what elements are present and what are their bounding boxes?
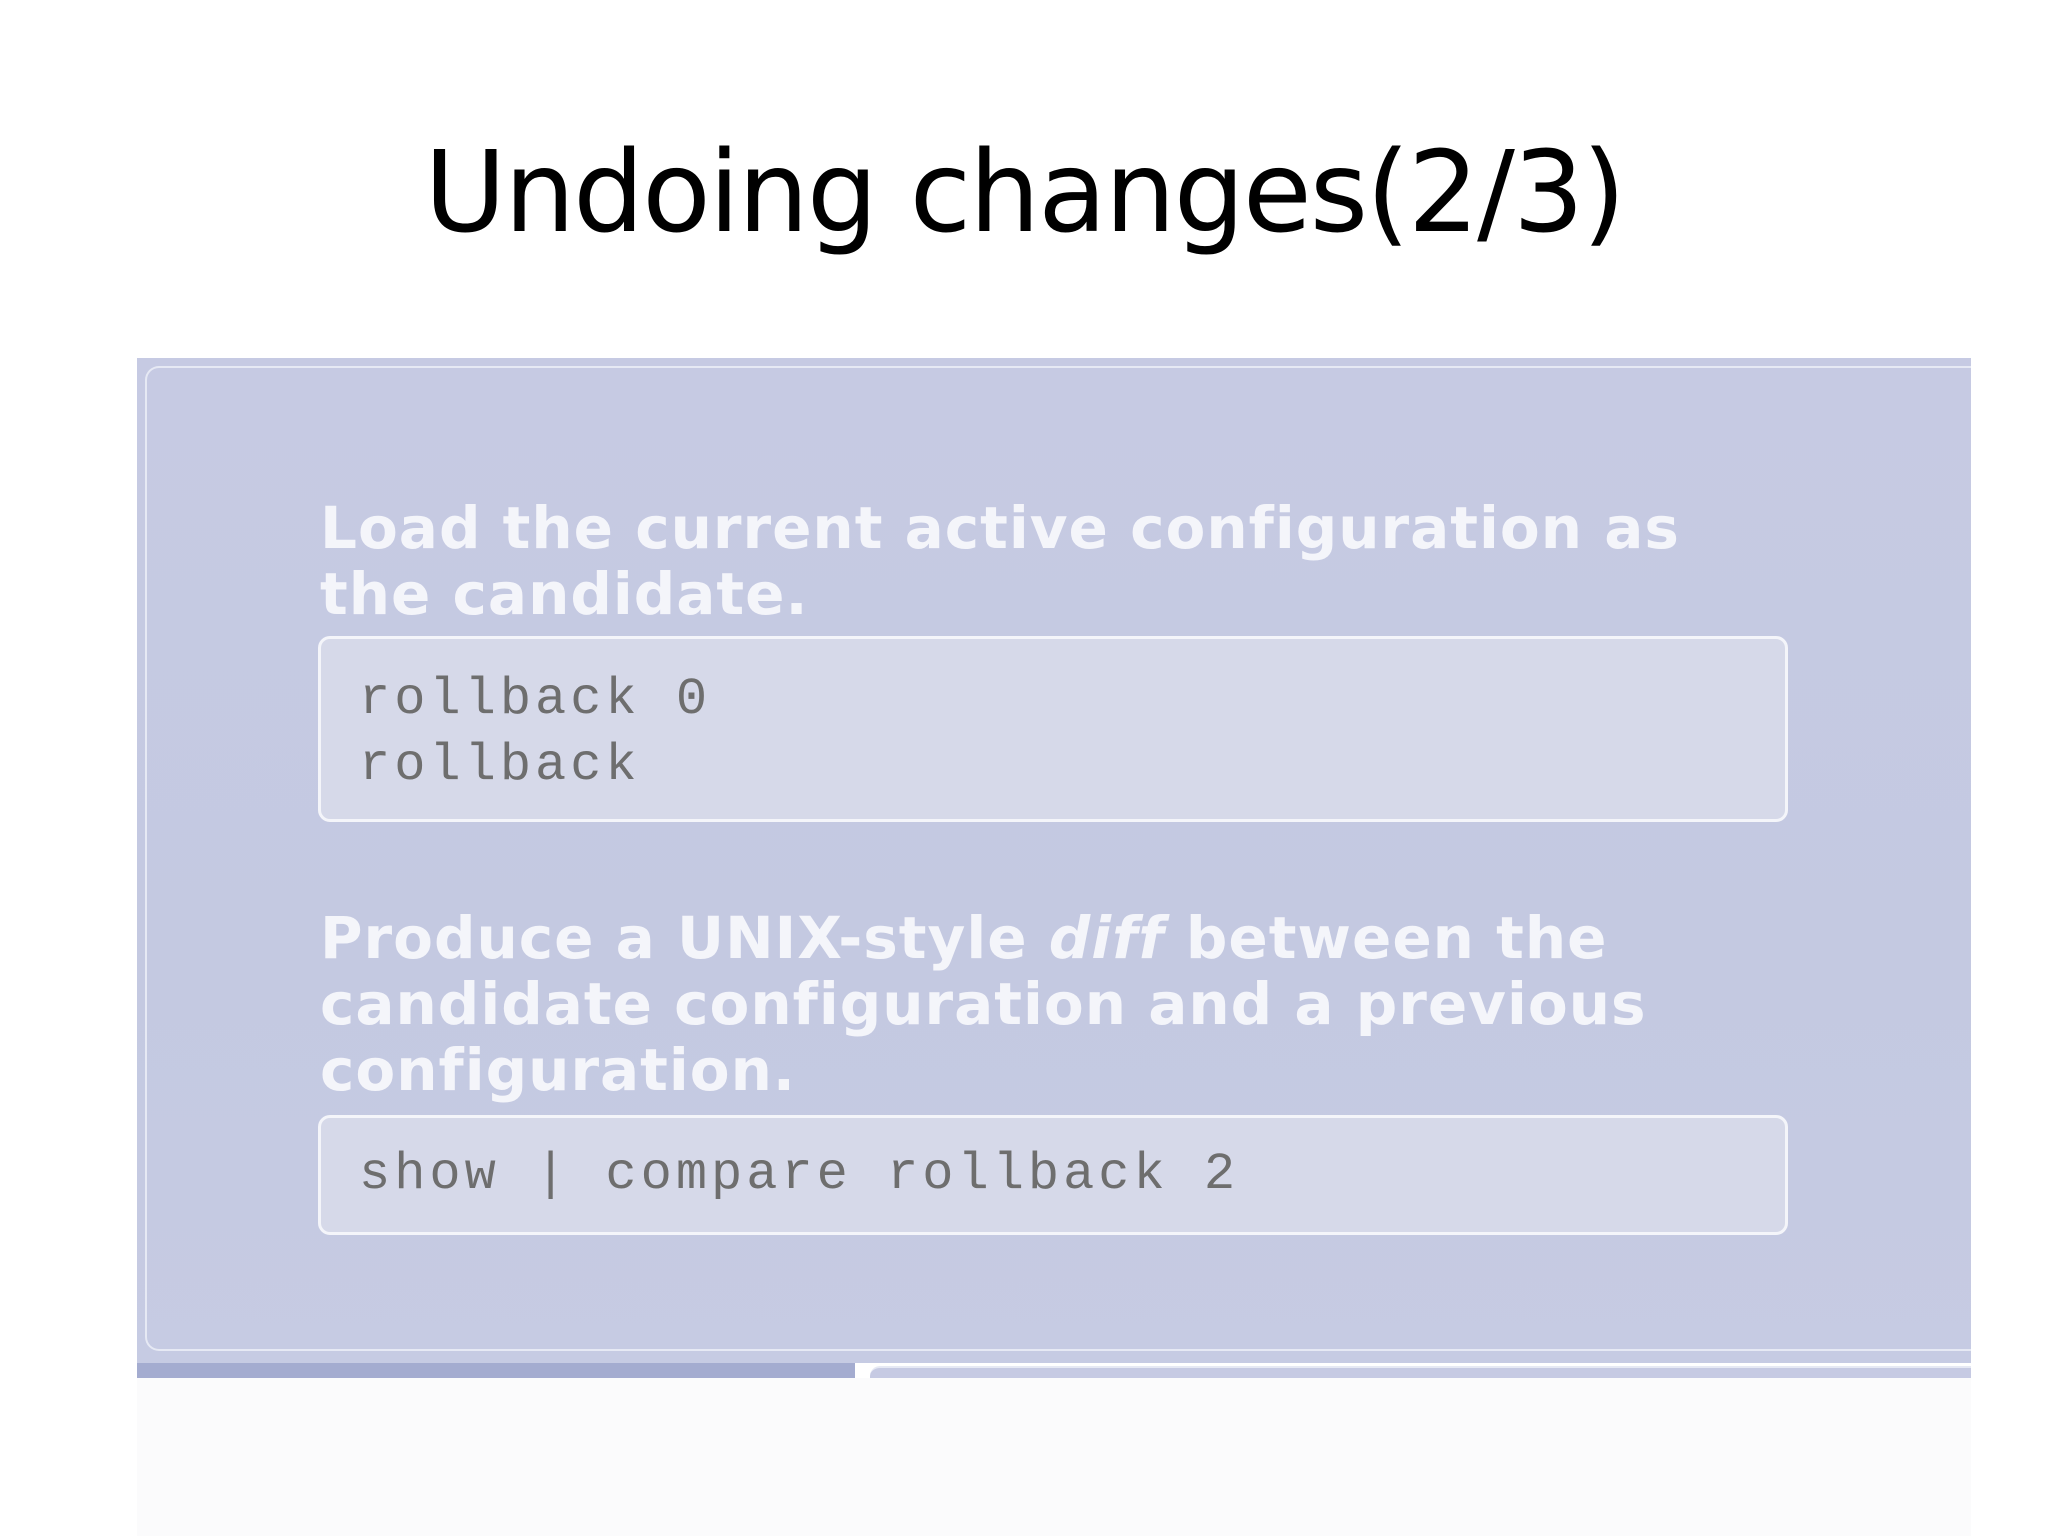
step2-text-before: Produce a UNIX-style [320, 904, 1049, 972]
step2-description-line: configuration. [320, 1036, 796, 1104]
inner-panel [145, 366, 1971, 1351]
step2-text-italic: diff [1048, 904, 1165, 972]
bottom-strip [137, 1363, 1971, 1378]
code-line: show | compare rollback 2 [359, 1145, 1240, 1204]
step1-code-box: rollback 0 rollback [318, 636, 1788, 822]
bottom-strip-right [870, 1366, 1971, 1378]
step1-description: Load the current active configuration as… [320, 495, 1680, 627]
step2-description-line: Produce a UNIX-style diff between the [320, 905, 1647, 971]
step2-text-after: between the [1164, 904, 1608, 972]
step2-description: Produce a UNIX-style diff between the ca… [320, 905, 1647, 1103]
slide-title: Undoing changes(2/3) [424, 128, 1626, 258]
code-line: rollback 0 [359, 670, 712, 729]
step1-description-line: the candidate. [320, 560, 809, 628]
step2-code-box: show | compare rollback 2 [318, 1115, 1788, 1235]
step1-description-line: Load the current active configuration as [320, 494, 1680, 562]
step2-description-line: candidate configuration and a previous [320, 970, 1647, 1038]
code-line: rollback [359, 736, 641, 795]
faded-area [137, 1378, 1971, 1536]
bottom-strip-left [137, 1363, 855, 1378]
